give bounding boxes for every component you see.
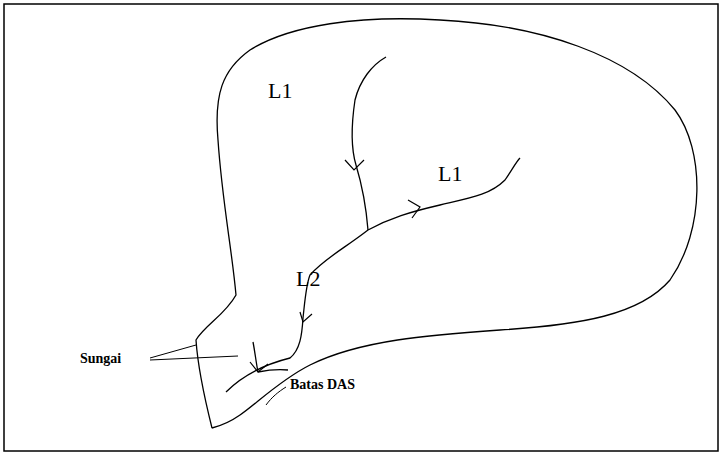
leader-lines [150, 345, 286, 405]
river-label: Sungai [80, 352, 121, 366]
stream-order-label: L1 [438, 163, 462, 185]
watershed-boundary [196, 19, 697, 428]
flow-arrows [250, 160, 420, 372]
stream-order-label: L2 [296, 268, 320, 290]
tributary [253, 342, 288, 372]
stream-order-label: L1 [268, 80, 292, 102]
frame [4, 4, 718, 451]
river-branch [352, 57, 386, 230]
boundary-label: Batas DAS [290, 378, 355, 392]
river-main [226, 158, 520, 392]
